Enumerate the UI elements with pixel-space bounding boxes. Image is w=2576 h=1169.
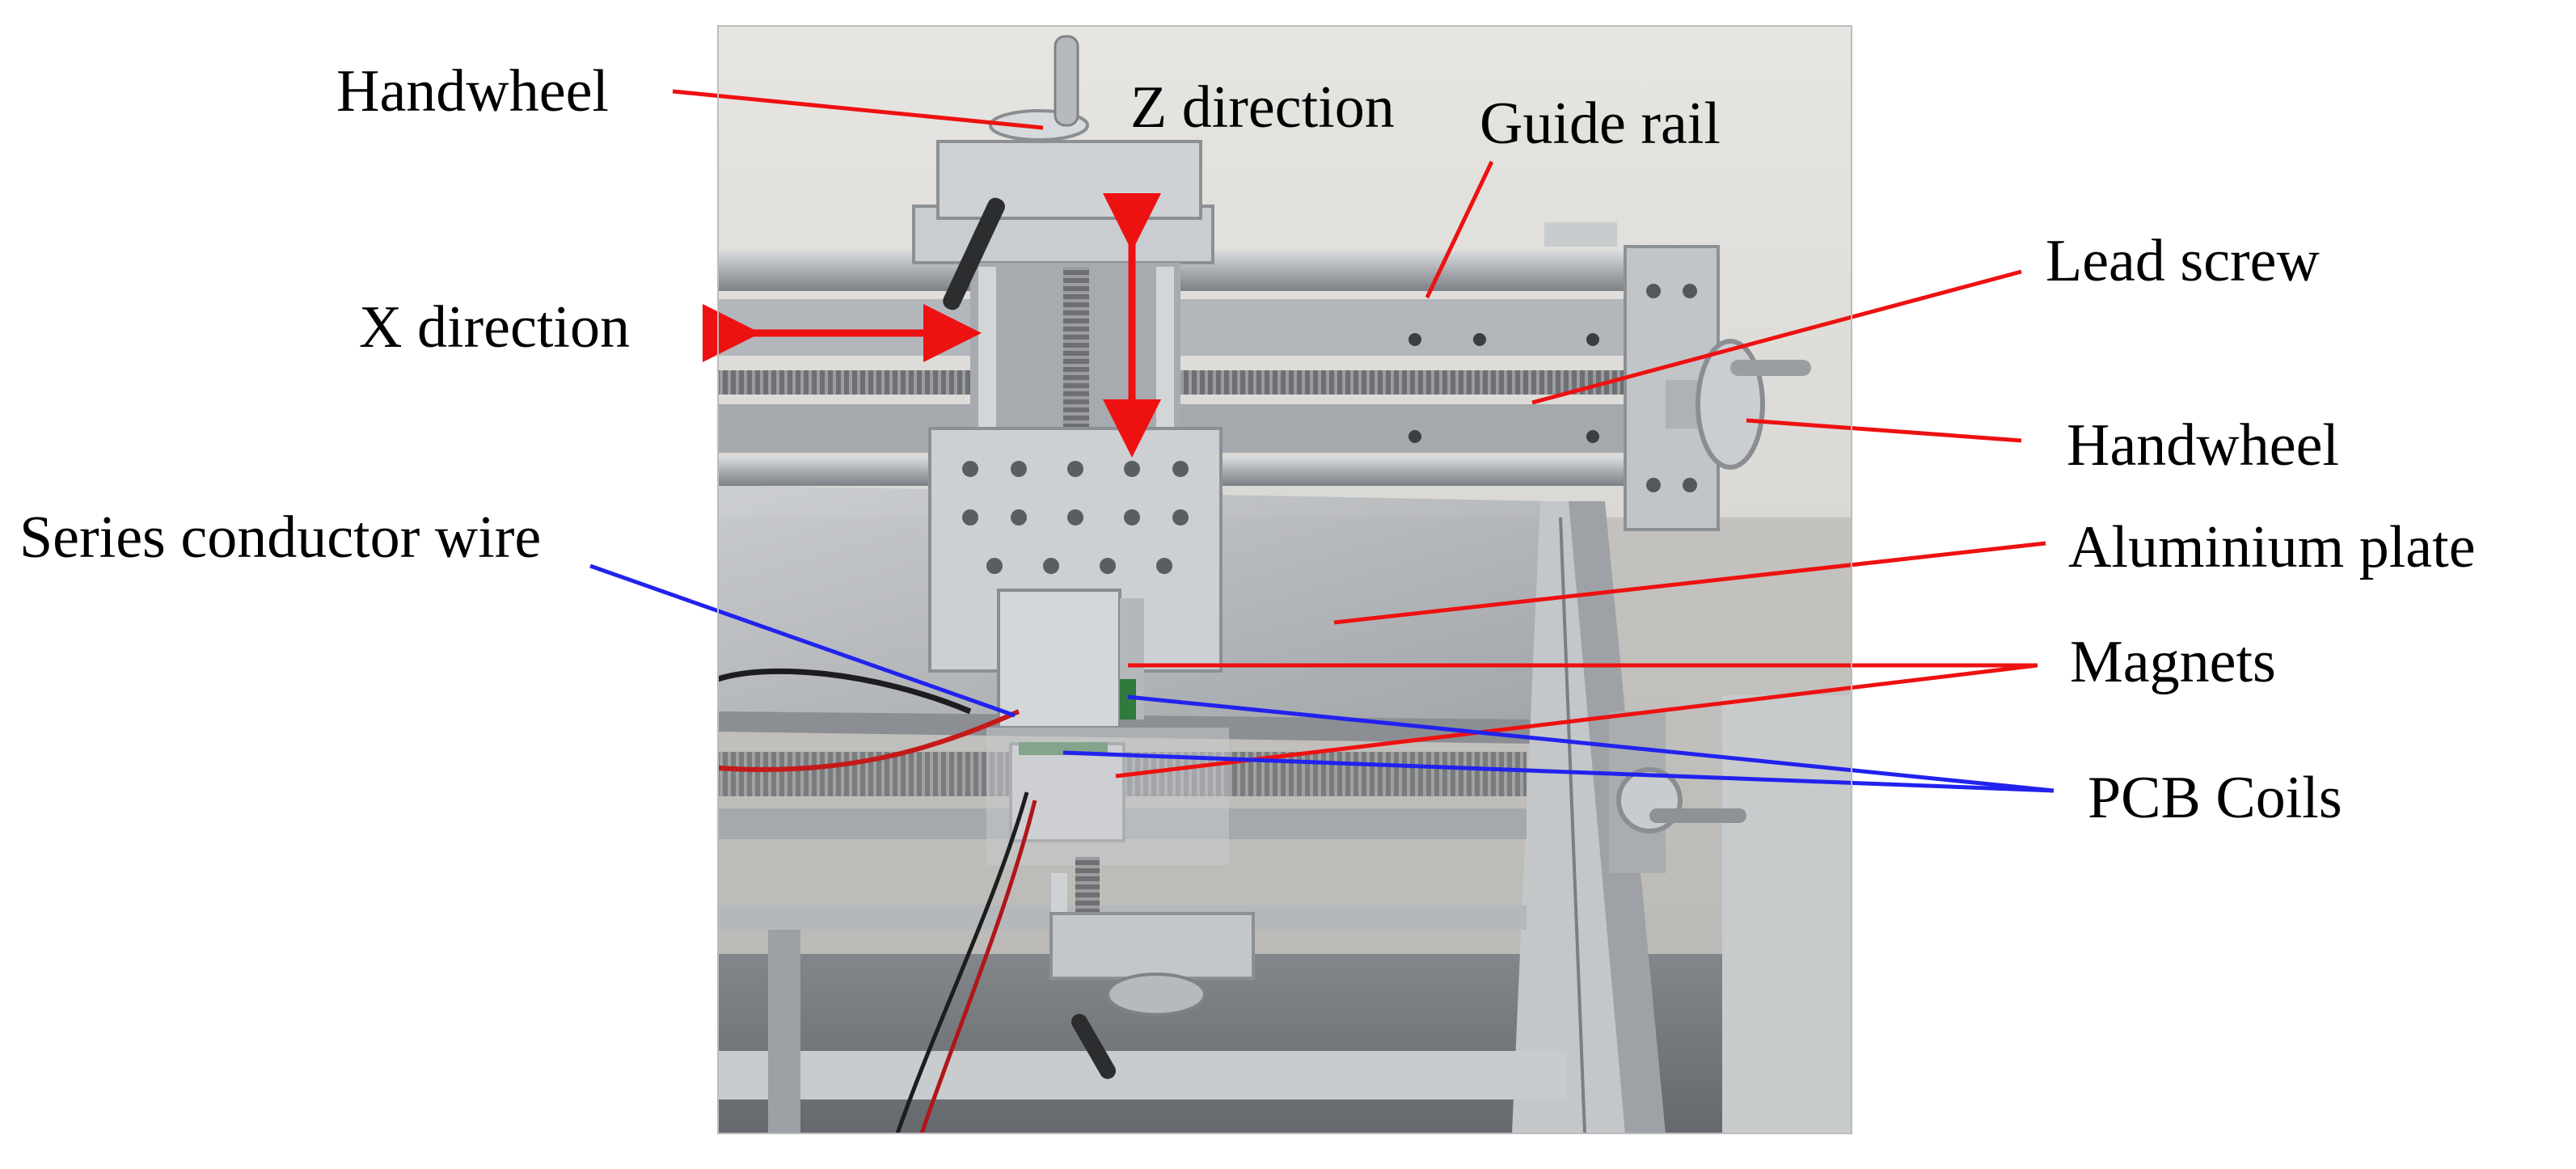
pointer-aluminium-plate: [1333, 541, 2046, 625]
cables: [716, 668, 1037, 1134]
x-end-plate: [1544, 222, 1811, 531]
label-pcb-coils: PCB Coils: [2088, 765, 2342, 831]
label-series-conductor-wire: Series conductor wire: [19, 504, 542, 571]
pointer-series-wire: [589, 563, 1016, 718]
label-magnets: Magnets: [2070, 629, 2276, 695]
label-lead-screw: Lead screw: [2046, 228, 2320, 294]
motion-arrows: [703, 193, 1161, 458]
label-guide-rail: Guide rail: [1480, 91, 1721, 157]
label-aluminium-plate: Aluminium plate: [2068, 514, 2476, 580]
label-x-direction: X direction: [359, 294, 630, 361]
label-handwheel-right: Handwheel: [2067, 412, 2339, 479]
label-handwheel-top: Handwheel: [336, 58, 609, 124]
pointer-lead-screw: [1531, 269, 2022, 405]
pointer-handwheel-right: [1746, 418, 2022, 443]
pointer-handwheel-top: [672, 89, 1044, 130]
pointer-lines: [589, 89, 2054, 793]
pointer-magnets-lower: [1115, 663, 2038, 779]
label-z-direction: Z direction: [1130, 74, 1395, 141]
pointer-pcb-lower: [1062, 750, 2054, 793]
pointer-pcb-upper: [1127, 694, 2054, 793]
pointer-guide-rail: [1425, 160, 1494, 299]
